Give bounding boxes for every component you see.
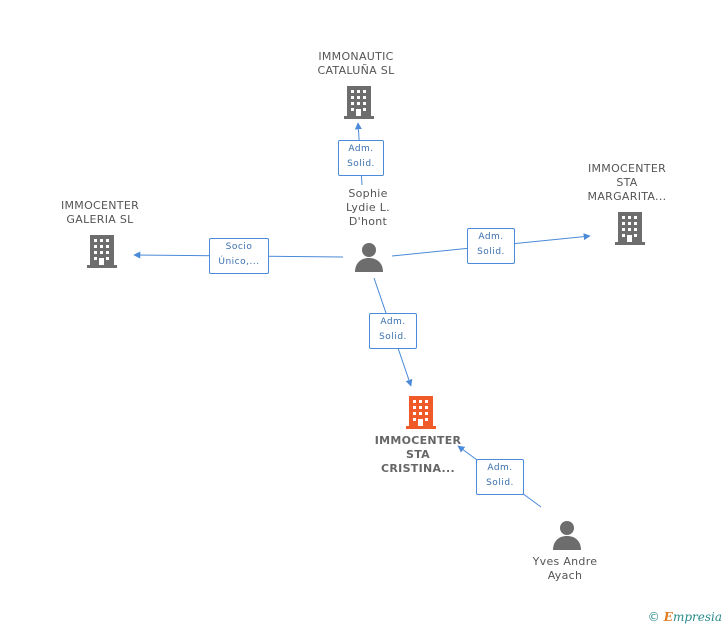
- person-label-yves[interactable]: Yves Andre Ayach: [532, 555, 598, 582]
- building-icon-sta-margarita[interactable]: [614, 210, 646, 246]
- building-icon-immonautic[interactable]: [343, 84, 375, 120]
- copyright-symbol: ©: [647, 610, 660, 624]
- relation-badge-immonautic: Adm. Solid.: [338, 140, 384, 176]
- relation-badge-sta-cristina: Adm. Solid.: [369, 313, 417, 349]
- brand-footer[interactable]: ©Empresia: [648, 610, 722, 624]
- company-label-sta-margarita[interactable]: IMMOCENTER STA MARGARITA...: [587, 162, 667, 203]
- building-icon-galeria[interactable]: [86, 233, 118, 269]
- person-icon-sophie[interactable]: [353, 241, 385, 273]
- company-label-galeria[interactable]: IMMOCENTER GALERIA SL: [60, 199, 140, 226]
- brand-initial: E: [663, 610, 673, 624]
- relation-badge-yves-sta-cristina: Adm. Solid.: [476, 459, 524, 495]
- company-label-sta-cristina[interactable]: IMMOCENTER STA CRISTINA...: [374, 434, 462, 475]
- person-label-sophie[interactable]: Sophie Lydie L. D'hont: [346, 187, 390, 228]
- company-label-immonautic[interactable]: IMMONAUTIC CATALUÑA SL: [317, 50, 395, 77]
- brand-name: mpresia: [672, 610, 722, 624]
- relation-badge-galeria: Socio Único,...: [209, 238, 269, 274]
- person-icon-yves[interactable]: [551, 519, 583, 551]
- relation-badge-sta-margarita: Adm. Solid.: [467, 228, 515, 264]
- building-icon-sta-cristina[interactable]: [405, 394, 437, 430]
